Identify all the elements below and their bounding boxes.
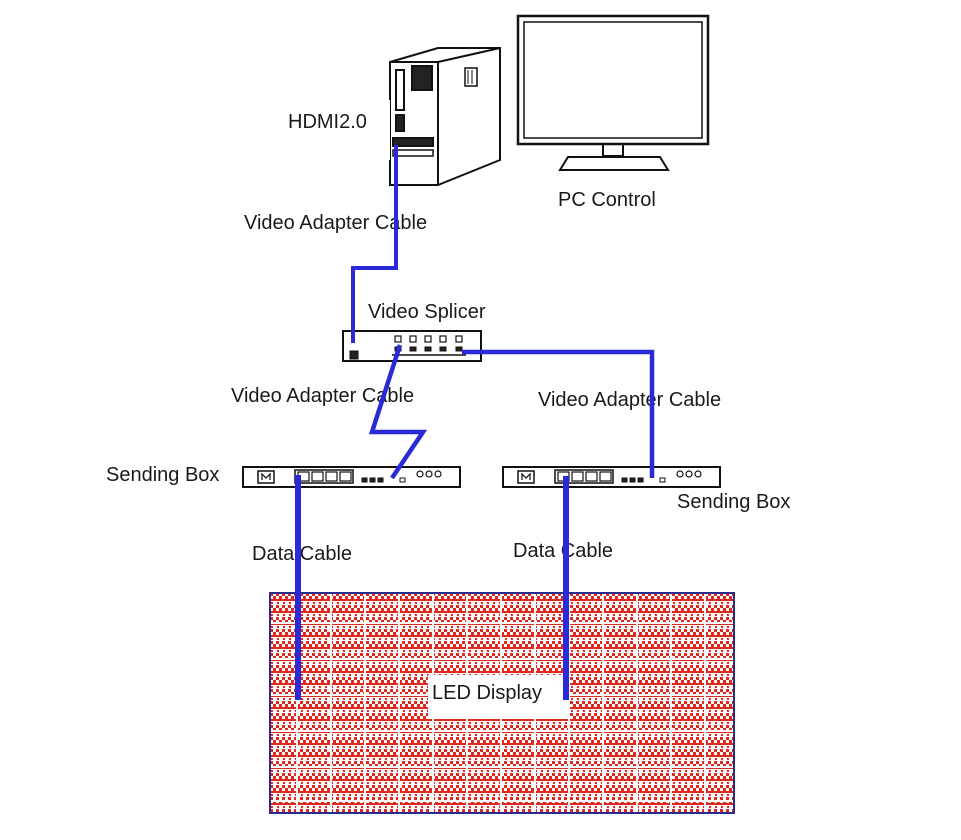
data-cable-left-label-bg xyxy=(246,538,376,568)
sending-box-left-label: Sending Box xyxy=(106,464,219,486)
cables xyxy=(295,145,655,700)
video-splicer-label-bg xyxy=(362,296,512,326)
pc-control-label: PC Control xyxy=(558,189,656,211)
hdmi-label-bg xyxy=(270,100,390,160)
video-adapter-cable-left-label-bg xyxy=(226,380,451,410)
video-adapter-cable-right-label-bg xyxy=(532,383,760,413)
sending-box-icon xyxy=(242,466,461,488)
pc-to-splicer-cable xyxy=(351,145,398,343)
video-adapter-cable-top-label-bg xyxy=(238,205,466,235)
video-splicer-icon xyxy=(342,330,482,362)
pc-tower-icon xyxy=(389,47,501,186)
hdmi-label: HDMI2.0 xyxy=(288,111,367,133)
monitor-icon xyxy=(516,14,710,171)
sending-box-icon xyxy=(502,466,721,488)
sending-box-right-label-bg xyxy=(672,488,812,516)
splicer-to-right-box-cable xyxy=(462,349,655,478)
video-adapter-cable-left-label: Video Adapter Cable xyxy=(231,385,414,407)
sending-box-right-label: Sending Box xyxy=(677,491,790,513)
sending-box-left-label-bg xyxy=(100,458,240,488)
data-cable-left-label: Data Cable xyxy=(252,543,352,565)
video-adapter-cable-top-label: Video Adapter Cable xyxy=(244,212,427,234)
splicer-to-left-box-cable xyxy=(368,344,428,480)
video-adapter-cable-right-label: Video Adapter Cable xyxy=(538,389,721,411)
led-display-label: LED Display xyxy=(432,682,542,704)
pc-control-label-bg xyxy=(552,183,677,213)
led-display-label-bg xyxy=(428,675,568,719)
data-cable-right-label-bg xyxy=(508,535,636,565)
video-splicer-label: Video Splicer xyxy=(368,301,486,323)
